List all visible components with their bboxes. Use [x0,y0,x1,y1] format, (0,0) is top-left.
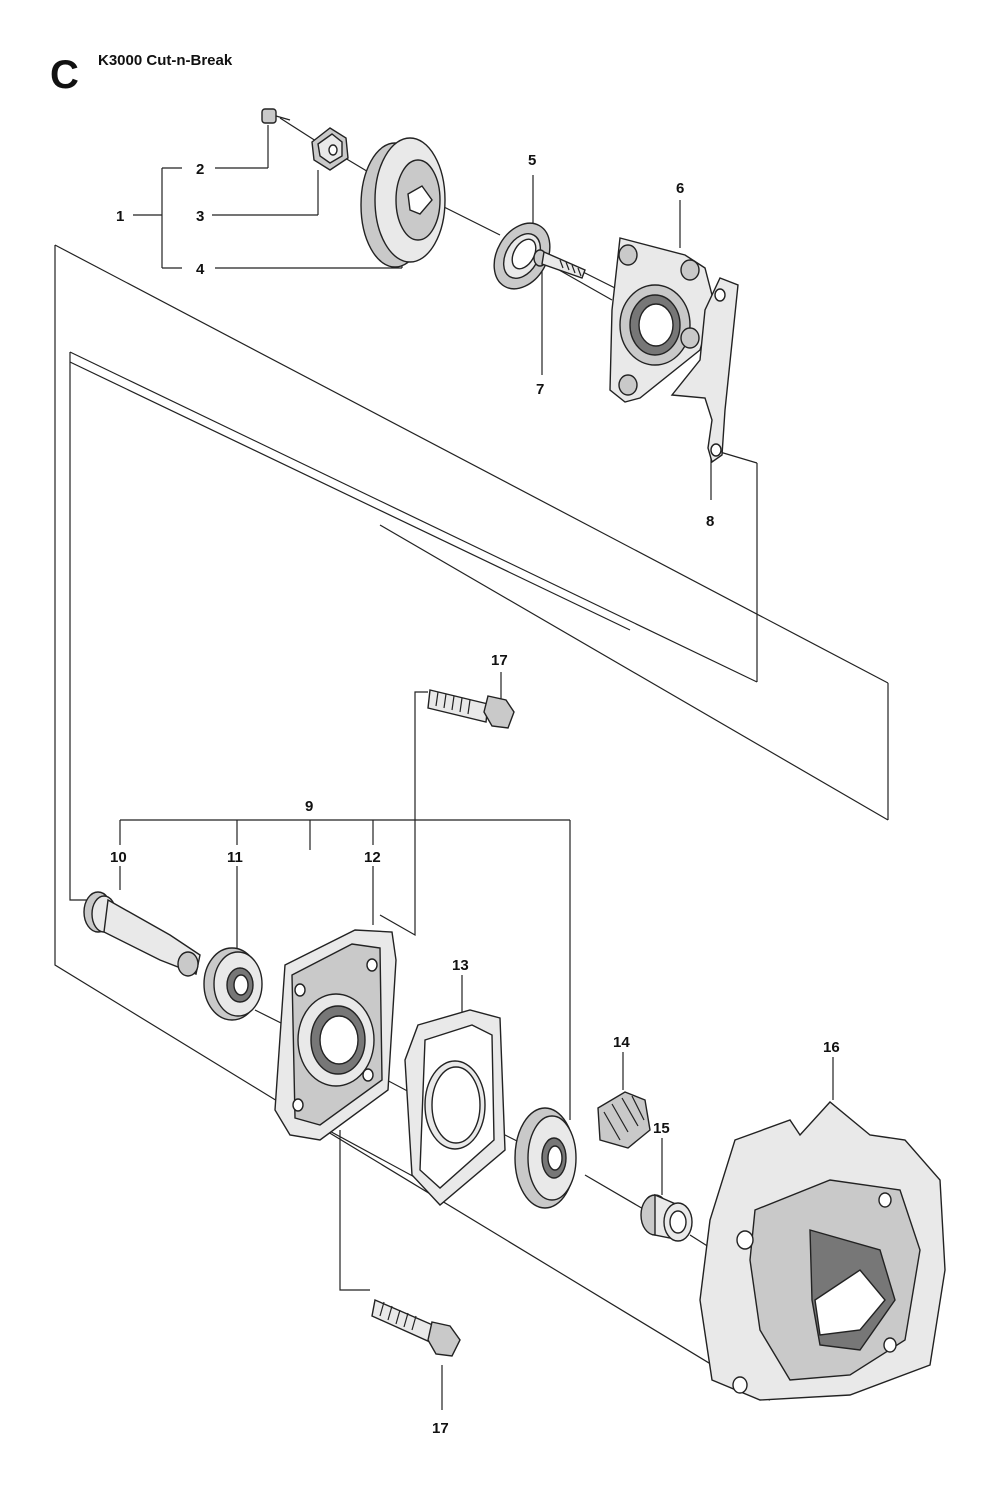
callout-12: 12 [364,849,381,866]
callout-10: 10 [110,849,127,866]
part-14-pinion-gear[interactable] [597,1091,651,1149]
callout-16: 16 [823,1039,840,1056]
part-6-bearing-plate[interactable] [609,237,713,403]
part-9-bevel-gear[interactable] [514,1107,577,1209]
callout-5: 5 [528,152,536,169]
callout-9: 9 [305,798,313,815]
section-letter: C [50,53,79,97]
callout-13: 13 [452,957,469,974]
part-12-housing[interactable] [274,929,397,1141]
part-10-shaft[interactable] [83,891,201,977]
part-17-bolt-bottom[interactable] [371,1299,461,1357]
callout-14: 14 [613,1034,630,1051]
part-8-bracket-plate[interactable] [670,277,739,464]
part-11-ball-bearing[interactable] [203,947,263,1021]
assembly-frame-lines [54,244,889,1401]
callout-8: 8 [706,513,714,530]
part-13-gasket[interactable] [404,1009,506,1206]
callout-6: 6 [676,180,684,197]
part-4-pulley[interactable] [360,137,446,268]
diagram-title: K3000 Cut-n-Break [98,52,233,69]
part-2-screw[interactable] [261,108,291,124]
part-5-seal-ring[interactable] [483,213,561,299]
callout-17-bottom: 17 [432,1420,449,1437]
part-16-gear-housing[interactable] [699,1101,946,1401]
callout-3: 3 [196,208,204,225]
callout-2: 2 [196,161,204,178]
callout-4: 4 [196,261,205,278]
callout-labels: 1 2 3 4 5 6 7 8 17 9 10 11 12 13 14 15 1… [110,152,840,1437]
part-3-hex-nut[interactable] [311,127,349,171]
part-15-needle-bearing[interactable] [640,1193,693,1242]
part-7-bolt[interactable] [533,249,586,279]
part-17-bolt-top[interactable] [427,689,515,729]
callout-15: 15 [653,1120,670,1137]
callout-17-top: 17 [491,652,508,669]
callout-11: 11 [227,849,243,866]
callout-1: 1 [116,208,124,225]
callout-7: 7 [536,381,544,398]
